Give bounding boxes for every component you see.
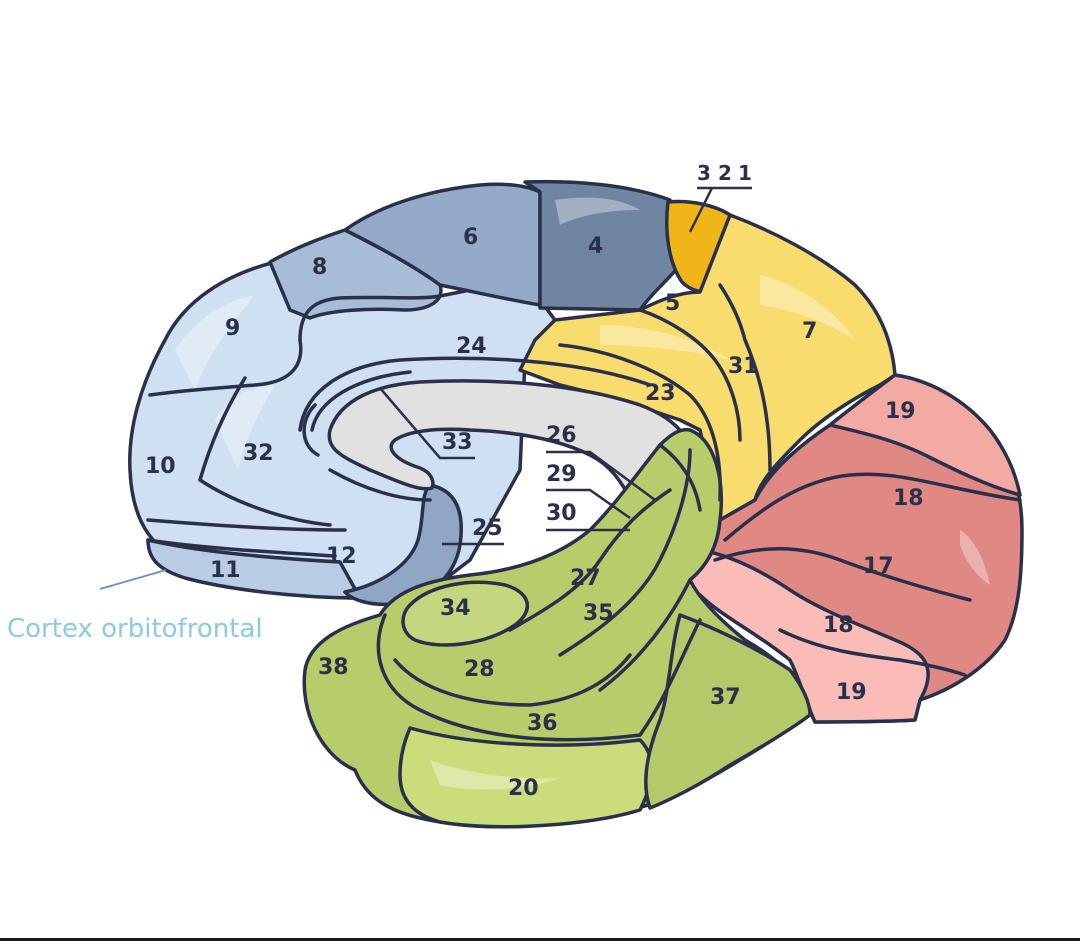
annotation-leader-line	[99, 569, 167, 590]
area-10-label: 10	[145, 454, 176, 479]
area-25-label: 25	[472, 516, 503, 541]
area-31-label: 31	[728, 354, 759, 379]
area-25-region	[343, 483, 463, 607]
occipital-lower-band	[683, 548, 930, 724]
area-18-lower-label: 18	[823, 613, 854, 638]
occipital-upper-band	[828, 373, 1022, 497]
area-8-label: 8	[312, 255, 327, 280]
area-2-label: 2	[718, 161, 732, 185]
area-19-lower-label: 19	[836, 680, 867, 705]
annotation-label: Cortex orbitofrontal	[7, 614, 263, 644]
area-32-label: 32	[243, 441, 274, 466]
area-36-label: 36	[527, 711, 558, 736]
area-37-region	[644, 613, 812, 810]
area-3-label: 3	[697, 161, 711, 185]
area-321-leader	[688, 186, 752, 233]
area-24-label: 24	[456, 334, 487, 359]
area-18-upper-label: 18	[893, 486, 924, 511]
parietal-region	[518, 213, 897, 522]
area-19-upper-label: 19	[885, 399, 916, 424]
area-33-leader	[379, 387, 475, 460]
bottom-divider	[0, 938, 1080, 941]
area-29-label: 29	[546, 462, 577, 487]
area-9-label: 9	[225, 316, 240, 341]
area-28-label: 28	[464, 657, 495, 682]
area-4-label: 4	[588, 234, 603, 259]
area-33-label: 33	[442, 430, 473, 455]
area-38-label: 38	[318, 655, 349, 680]
area-34-region	[401, 580, 530, 647]
area-17-label: 17	[863, 554, 894, 579]
area-30-label: 30	[546, 501, 577, 526]
area-20-label: 20	[508, 776, 539, 801]
area-35-label: 35	[583, 601, 614, 626]
area-34-label: 34	[440, 596, 471, 621]
area-27-label: 27	[570, 566, 601, 591]
area-6-label: 6	[463, 225, 478, 250]
area-29-leader	[546, 488, 631, 520]
area-11-region	[146, 538, 362, 600]
area-11-label: 11	[210, 558, 241, 583]
area-20-region	[398, 726, 654, 829]
area-26-leader	[546, 450, 656, 502]
area-23-label: 23	[645, 381, 676, 406]
area-1-label: 1	[738, 161, 752, 185]
area-12-label: 12	[326, 544, 357, 569]
area-26-label: 26	[546, 423, 577, 448]
area-7-label: 7	[802, 319, 817, 344]
area-5-label: 5	[665, 291, 680, 316]
area-37-label: 37	[710, 685, 741, 710]
